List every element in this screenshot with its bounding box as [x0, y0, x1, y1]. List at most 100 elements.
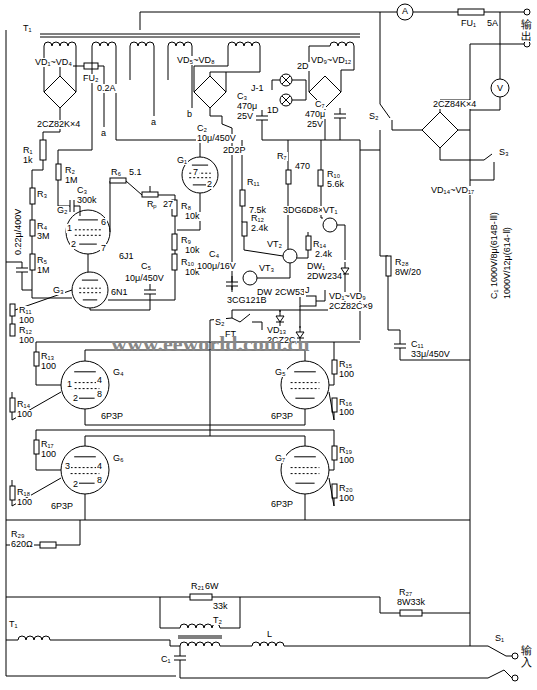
component-label: R₁₂: [250, 214, 265, 223]
wire: [360, 150, 380, 151]
wire: [194, 46, 228, 92]
wire: [108, 270, 175, 300]
wire: [199, 81, 205, 87]
input-terminal: [512, 675, 518, 681]
wire: [49, 81, 55, 87]
resistor-symbol: [40, 542, 56, 548]
bridge-rectifier: [194, 76, 226, 108]
wire: [85, 494, 305, 520]
component-label: 7: [100, 244, 107, 253]
wire: [85, 409, 305, 425]
wire: [340, 108, 341, 114]
wire: [345, 262, 346, 268]
wire: [110, 181, 111, 232]
wire: [174, 656, 186, 657]
wire: [288, 184, 289, 249]
wire: [325, 124, 340, 140]
component-label: R₅: [36, 256, 48, 265]
wire: [189, 177, 211, 178]
component-label: 8W33k: [396, 598, 426, 607]
wire: [470, 44, 471, 640]
wire: [222, 124, 232, 128]
component-label: G₃: [52, 286, 65, 295]
component-label: 6: [100, 218, 107, 227]
component-label: 100: [18, 316, 35, 325]
wire: [484, 12, 524, 13]
wire: [79, 288, 101, 289]
wire: [85, 436, 305, 446]
coil-winding: [44, 42, 76, 46]
transistor-symbol: [283, 249, 297, 263]
wire: [316, 290, 325, 301]
vacuum-tube: [281, 446, 329, 494]
component-label: 3: [64, 462, 71, 471]
component-label: 输入: [520, 644, 533, 668]
wire: [291, 467, 320, 468]
wire: [257, 263, 290, 278]
component-label: R₂₈: [394, 258, 410, 267]
wire: [305, 520, 470, 521]
component-label: 2CZ82C×9: [328, 302, 374, 311]
wire: [150, 186, 151, 192]
vacuum-tube: [61, 446, 109, 494]
component-label: S₃: [498, 148, 510, 157]
wire: [242, 206, 243, 222]
component-label: 6P3P: [50, 502, 74, 511]
component-label: S₂: [368, 112, 380, 121]
component-label: 1: [66, 224, 73, 233]
bridge-rectifier: [309, 76, 341, 108]
wire: [284, 646, 470, 647]
resistor-symbol: [300, 296, 316, 306]
coil-winding: [228, 42, 260, 46]
component-label: 100μ/16V: [196, 262, 237, 271]
component-label: 1: [66, 380, 73, 389]
wire: [394, 344, 406, 345]
wire: [282, 96, 290, 104]
component-label: FU₂: [82, 74, 100, 83]
wire: [295, 398, 314, 399]
resistor-symbol: [142, 192, 158, 197]
component-label: R₄: [36, 222, 48, 231]
component-label: 6P3P: [270, 500, 294, 509]
wire: [256, 116, 268, 117]
wire: [232, 276, 233, 282]
coil-winding: [330, 42, 354, 46]
component-label: VD₁₄~VD₁₇: [430, 186, 475, 195]
component-label: C₁₁: [410, 340, 425, 349]
wire: [428, 118, 434, 124]
resistor-symbol: [190, 594, 212, 600]
component-label: 4: [96, 376, 103, 385]
wire: [12, 392, 13, 398]
wire: [272, 80, 280, 90]
component-label: 10k: [184, 212, 201, 221]
resistor-symbol: [56, 164, 61, 180]
component-label: R₂: [64, 166, 76, 175]
component-label: G₄: [112, 368, 125, 377]
component-label: 2CZ82K×4: [36, 120, 81, 129]
wire: [232, 286, 233, 292]
wire: [130, 46, 131, 80]
component-label: R₈: [180, 202, 192, 211]
wire: [380, 130, 388, 256]
coil-winding: [168, 42, 192, 46]
component-label: R₁₄: [16, 400, 31, 409]
component-label: 6N1: [110, 288, 129, 297]
component-label: 33k: [212, 602, 229, 611]
component-label: 5.1: [128, 168, 143, 177]
wire: [300, 306, 301, 328]
resistor-symbol: [386, 256, 391, 276]
component-label: b: [186, 110, 193, 119]
component-label: J: [304, 286, 311, 295]
wire: [295, 483, 314, 484]
bridge-rectifier: [44, 76, 76, 108]
wire: [74, 206, 80, 207]
wire: [329, 392, 334, 420]
resistor-symbol: [318, 170, 323, 186]
wire: [76, 46, 77, 92]
watermark: www.eeworld.com.cn: [110, 333, 311, 355]
wire: [79, 244, 97, 245]
resistor-symbol: [286, 170, 291, 184]
wire: [500, 12, 501, 79]
component-label: 100: [338, 456, 355, 465]
wire: [180, 646, 181, 650]
